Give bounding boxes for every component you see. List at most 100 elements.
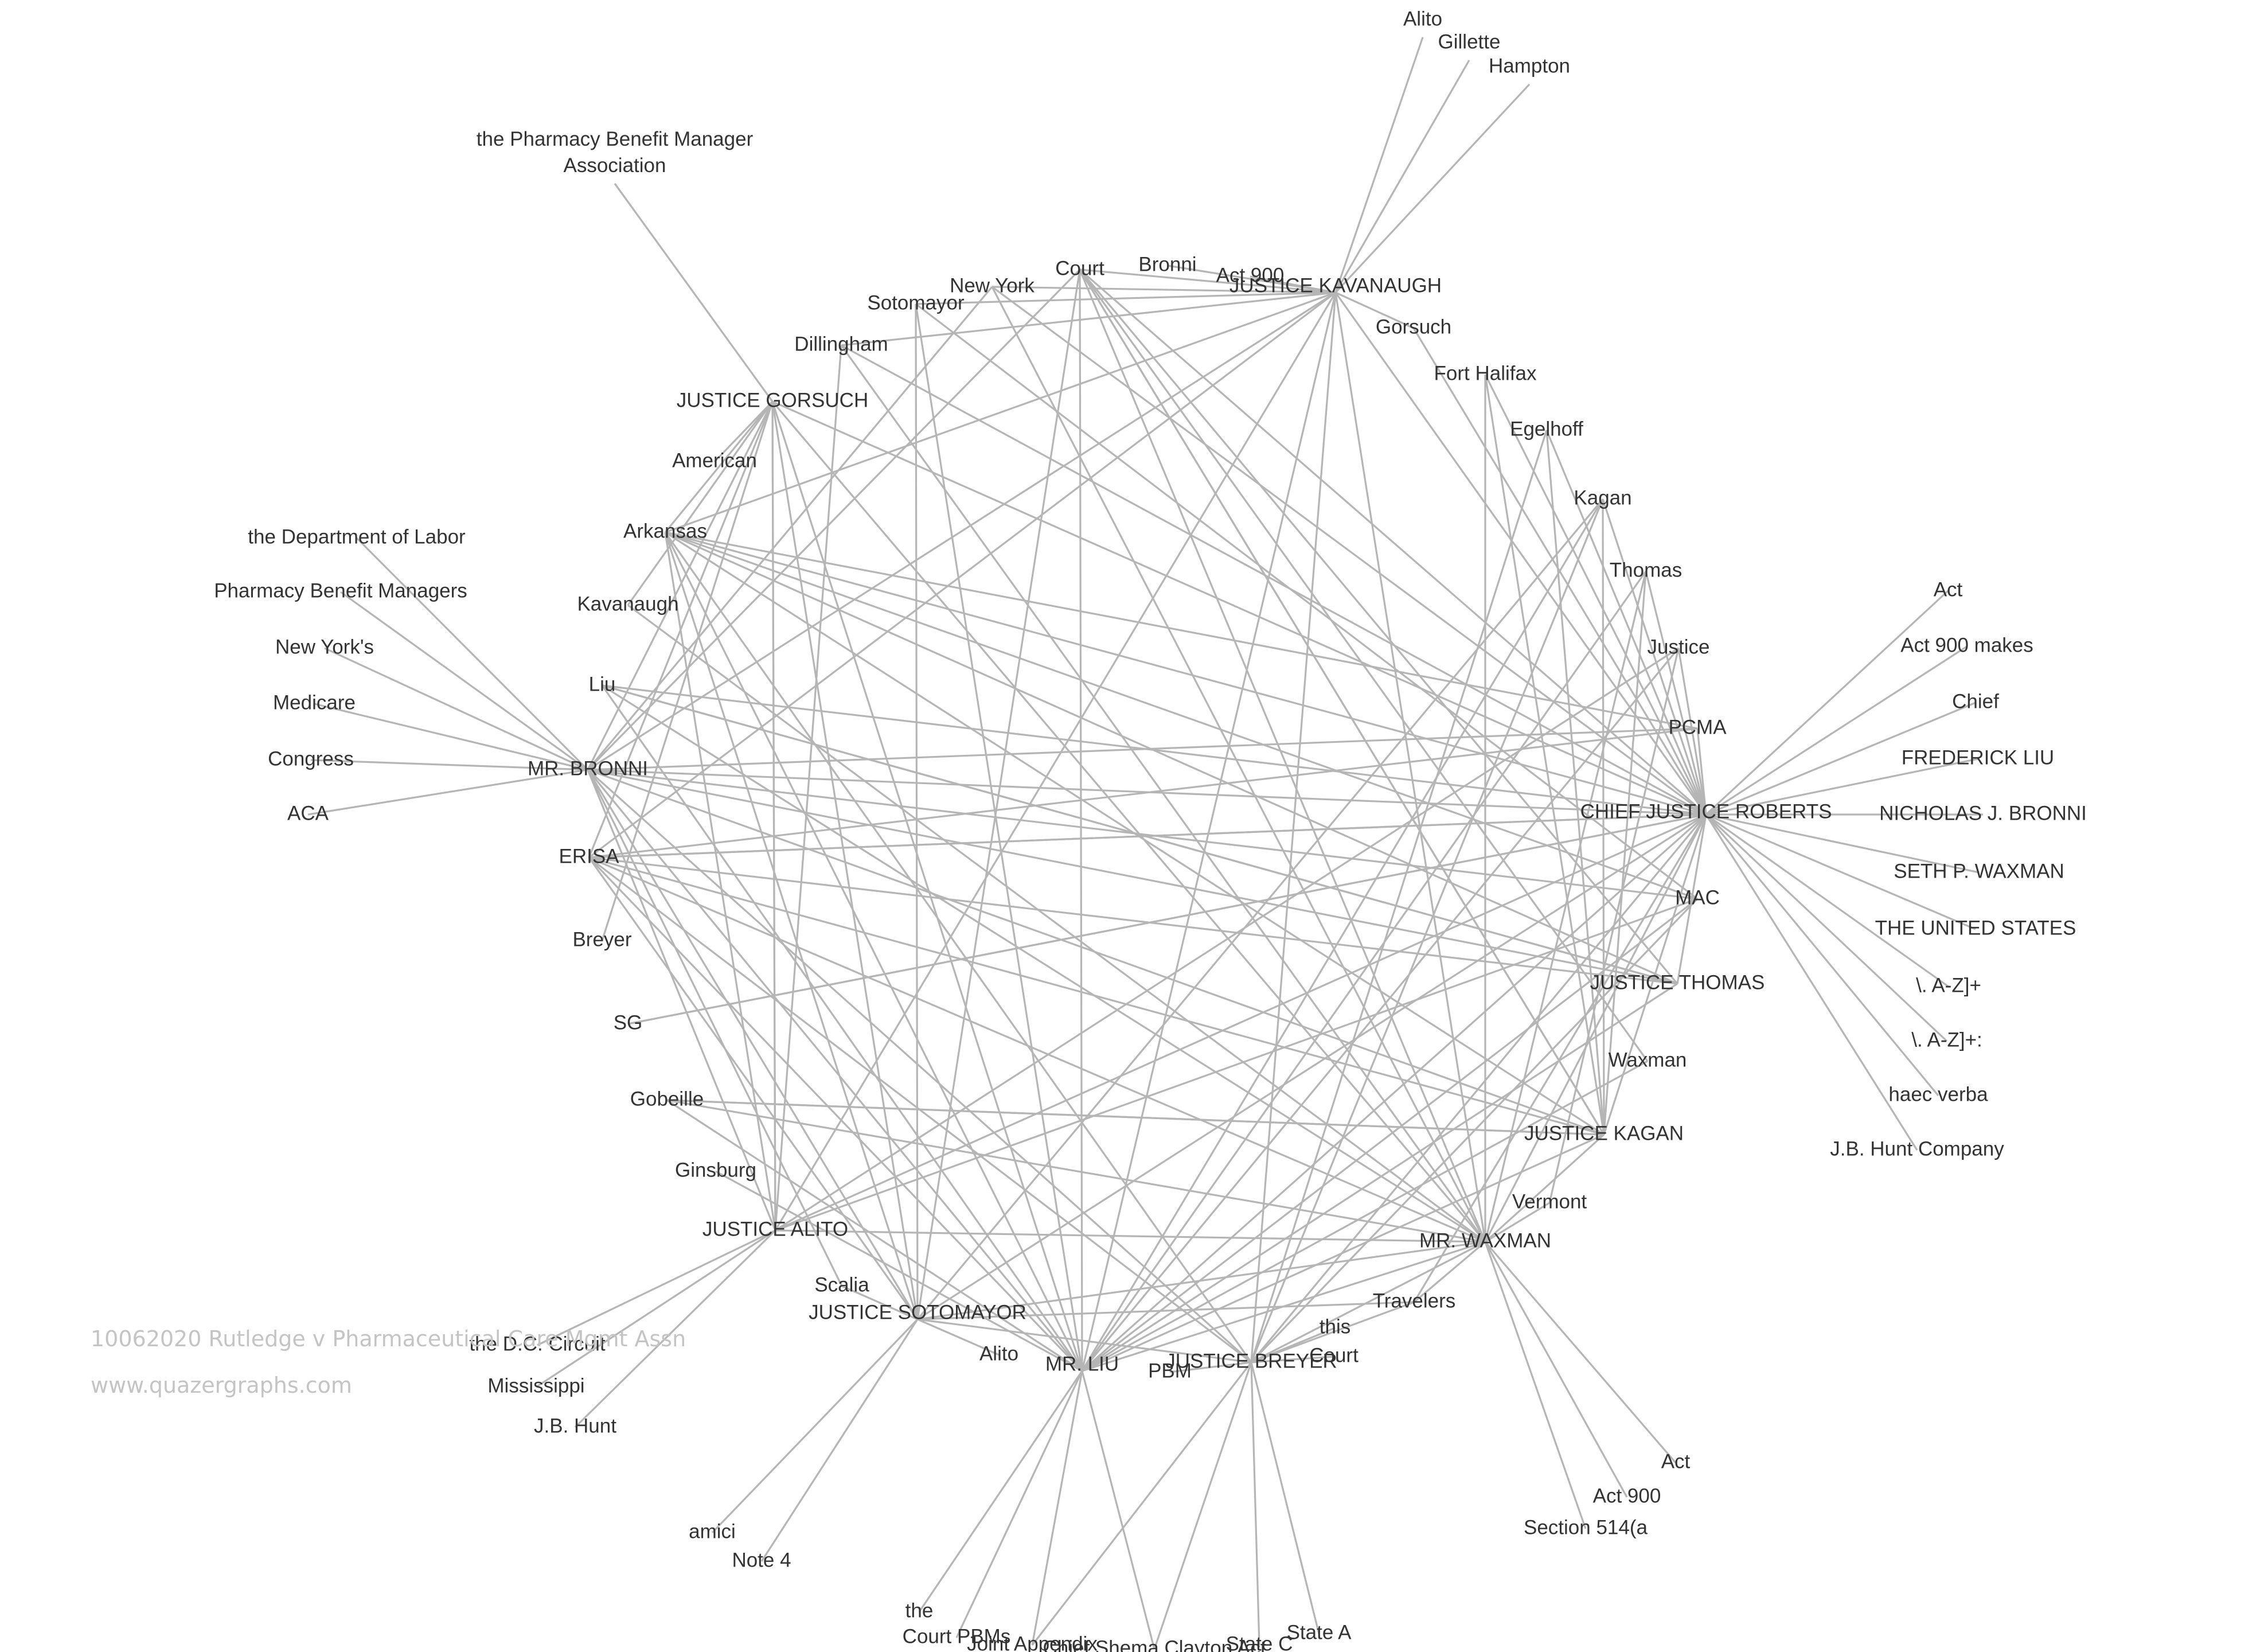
edge-kagan_j-erisa bbox=[588, 856, 1605, 1136]
node-label-the_b: the bbox=[905, 1599, 934, 1622]
edge-roberts-pcma bbox=[1696, 728, 1707, 815]
edge-roberts-chief bbox=[1705, 702, 1976, 816]
node-label-amici: amici bbox=[689, 1520, 736, 1542]
edge-kavanaugh_j-gorsuch bbox=[1335, 291, 1414, 329]
edge-sotomayor_j-travelers bbox=[917, 1301, 1415, 1320]
edge-mr_liu-arkansas bbox=[664, 532, 1083, 1372]
edge-roberts-united_states bbox=[1705, 813, 1976, 930]
edge-mr_waxman-sotomayor_j bbox=[917, 1241, 1486, 1320]
edge-roberts-thomas bbox=[1645, 571, 1707, 815]
node-label-state_a: State A bbox=[1287, 1621, 1352, 1643]
edge-mr_waxman-vermont bbox=[1485, 1202, 1550, 1243]
edge-gobeille-kagan_j bbox=[666, 1099, 1605, 1136]
node-label-this: this bbox=[1320, 1315, 1350, 1338]
edge-alito_j-justice bbox=[775, 647, 1679, 1232]
edge-breyer_j-state_a bbox=[1250, 1362, 1320, 1634]
node-label-act_br: Act bbox=[1661, 1450, 1691, 1472]
edge-mr_bronni-mr_liu bbox=[587, 769, 1083, 1372]
edge-mr_liu-thomas_j bbox=[1082, 983, 1678, 1372]
node-label-travelers: Travelers bbox=[1373, 1289, 1456, 1312]
edge-kavanaugh_j-roberts bbox=[1334, 292, 1707, 815]
edge-gorsuch_j-mr_waxman bbox=[771, 400, 1486, 1243]
node-label-nicholas_bronni: NICHOLAS J. BRONNI bbox=[1879, 802, 2087, 824]
edge-kagan_j-fort_halifax bbox=[1484, 374, 1605, 1135]
edge-roberts-gorsuch_j bbox=[772, 400, 1707, 816]
edge-kavanaugh_j-breyer_j bbox=[1250, 292, 1337, 1363]
edge-breyer_j-court2 bbox=[1251, 1355, 1334, 1363]
node-label-court_pbms: Court PBMs bbox=[903, 1625, 1011, 1647]
graph-edges bbox=[307, 37, 1983, 1650]
edge-roberts-haec_verba bbox=[1705, 813, 1939, 1097]
edge-mr_waxman-kagan_j bbox=[1484, 1133, 1605, 1243]
edge-thomas_j-arkansas bbox=[665, 531, 1678, 985]
edge-mr_bronni-thomas_j bbox=[587, 769, 1678, 985]
edge-gorsuch_j-kavanaugh bbox=[627, 401, 774, 606]
edge-roberts-mr_liu bbox=[1081, 813, 1707, 1372]
edge-mr_liu-mac bbox=[1082, 898, 1698, 1372]
edge-erisa-pcma bbox=[588, 727, 1698, 859]
edge-mr_bronni-dol bbox=[356, 537, 589, 771]
edge-roberts-act900makes bbox=[1705, 645, 1968, 816]
node-label-gillette: Gillette bbox=[1438, 30, 1501, 53]
node-label-state_c: State C bbox=[1226, 1632, 1293, 1652]
node-label-justice: Justice bbox=[1648, 636, 1710, 658]
edge-mr_bronni-kavanaugh_j bbox=[587, 291, 1336, 771]
edge-breyer_j-pbm bbox=[1169, 1361, 1252, 1373]
node-label-alito_bottom: Alito bbox=[979, 1342, 1018, 1365]
node-label-alito_top: Alito bbox=[1403, 7, 1442, 30]
node-label-pbm_plural: Pharmacy Benefit Managers bbox=[214, 579, 467, 602]
edge-mr_bronni-new_yorks bbox=[324, 647, 588, 771]
node-label-gobeille: Gobeille bbox=[630, 1088, 704, 1110]
node-label-act: Act bbox=[1934, 578, 1963, 601]
node-label-mr_liu: MR. LIU bbox=[1045, 1353, 1119, 1375]
node-label-frederick_liu: FREDERICK LIU bbox=[1902, 746, 2054, 769]
edge-roberts-arkansas bbox=[665, 531, 1707, 816]
edge-mr_waxman-travelers bbox=[1413, 1241, 1486, 1303]
node-label-line: the Pharmacy Benefit Manager bbox=[477, 128, 754, 150]
node-label-united_states: THE UNITED STATES bbox=[1875, 917, 2076, 939]
node-label-arkansas: Arkansas bbox=[623, 520, 707, 542]
edge-roberts-dillingham bbox=[841, 344, 1707, 816]
edge-mr_bronni-pcma bbox=[587, 727, 1698, 771]
node-label-line: Association bbox=[564, 154, 666, 177]
node-label-chief_b: Chief Shema Clayton Act bbox=[1043, 1637, 1266, 1652]
node-label-section514: Section 514(a bbox=[1524, 1516, 1648, 1538]
edge-mr_liu-chief_b bbox=[1081, 1370, 1156, 1650]
watermark-title: 10062020 Rutledge v Pharmaceutical Care … bbox=[91, 1326, 686, 1351]
edge-thomas_j-court bbox=[1079, 268, 1678, 985]
node-label-thomas_j: JUSTICE THOMAS bbox=[1590, 971, 1765, 993]
node-label-roberts: CHIEF JUSTICE ROBERTS bbox=[1580, 800, 1832, 823]
edge-mr_liu-kagan bbox=[1081, 498, 1604, 1372]
edge-sg-roberts bbox=[627, 813, 1707, 1025]
edge-mr_waxman-gobeille bbox=[666, 1099, 1486, 1243]
edge-vermont-justice bbox=[1548, 648, 1680, 1203]
edge-breyer_j-travelers bbox=[1251, 1301, 1415, 1363]
node-label-sotomayor: Sotomayor bbox=[867, 291, 965, 314]
node-label-jb_hunt: J.B. Hunt bbox=[534, 1415, 616, 1437]
node-label-dillingham: Dillingham bbox=[794, 333, 888, 355]
node-label-mr_waxman: MR. WAXMAN bbox=[1419, 1229, 1551, 1252]
edge-mr_bronni-breyer_j bbox=[587, 769, 1252, 1363]
node-label-ginsburg: Ginsburg bbox=[675, 1159, 756, 1181]
node-label-court: Court bbox=[1055, 257, 1104, 279]
edge-kavanaugh_j-alito_top bbox=[1334, 37, 1424, 293]
node-label-act900_top: Act 900 bbox=[1216, 264, 1285, 286]
edge-kavanaugh_j-erisa bbox=[588, 291, 1336, 859]
node-label-sg: SG bbox=[614, 1011, 643, 1034]
node-label-regex2: \. A-Z]+: bbox=[1911, 1028, 1982, 1051]
edge-breyer_j-mr_waxman bbox=[1251, 1241, 1486, 1363]
edge-breyer_j-state_c bbox=[1250, 1362, 1260, 1646]
node-label-new_yorks: New York's bbox=[275, 636, 374, 658]
edge-kavanaugh_j-gillette bbox=[1334, 60, 1470, 293]
node-label-act900_br: Act 900 bbox=[1593, 1485, 1661, 1507]
edge-gorsuch_j-sotomayor_j bbox=[771, 401, 919, 1320]
node-label-hampton: Hampton bbox=[1489, 54, 1570, 77]
edge-mr_waxman-court bbox=[1079, 269, 1486, 1242]
node-label-jb_hunt_co: J.B. Hunt Company bbox=[1830, 1137, 2004, 1160]
edge-breyer_j-sotomayor_j bbox=[917, 1318, 1252, 1363]
edge-mr_waxman-alito_j bbox=[775, 1229, 1486, 1243]
node-label-egelhoff: Egelhoff bbox=[1510, 418, 1583, 440]
edge-mr_liu-gobeille bbox=[666, 1099, 1083, 1372]
